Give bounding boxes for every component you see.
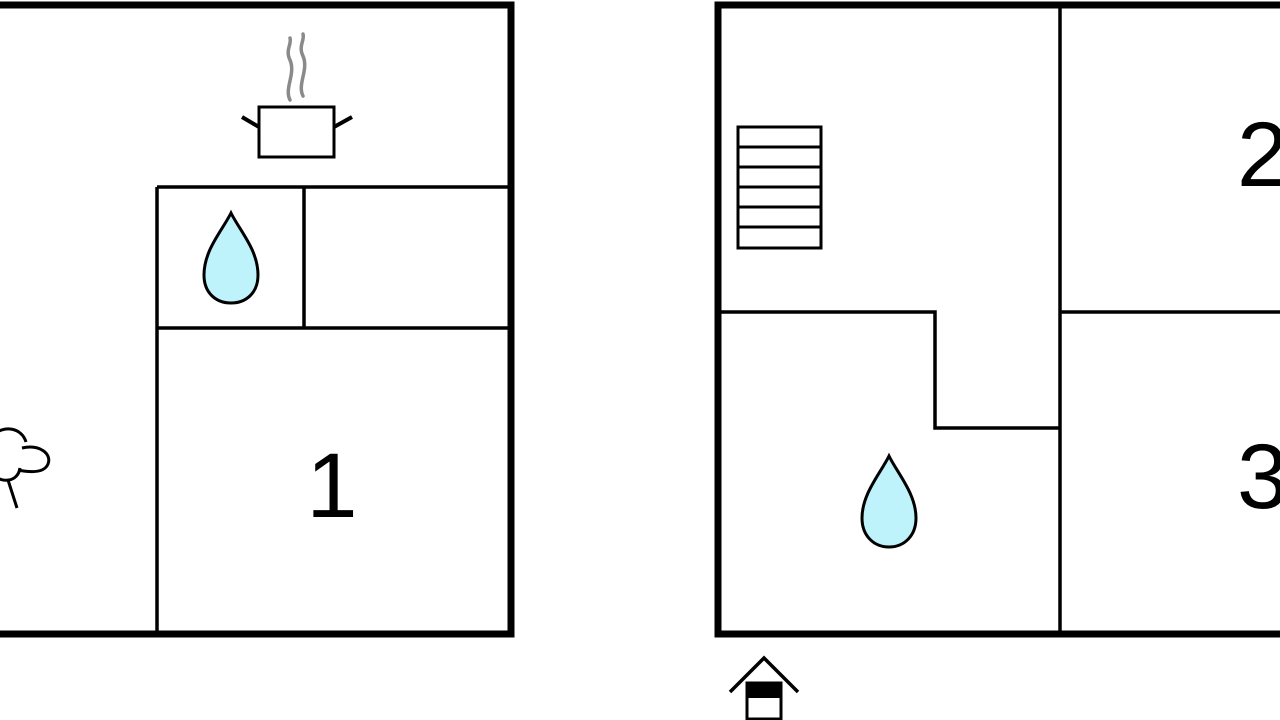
- room-number-3: 3: [1237, 426, 1280, 528]
- outer-wall: [0, 1, 515, 638]
- room-number-2: 2: [1237, 104, 1280, 206]
- water-drop-icon: [860, 452, 918, 549]
- staircase-icon: [736, 125, 823, 250]
- tree-icon: [0, 427, 51, 509]
- floor-plan-left: 1: [0, 1, 515, 638]
- cooking-pot-icon: [240, 32, 353, 159]
- entrance-icon: [728, 655, 800, 720]
- room-number-1: 1: [306, 435, 357, 537]
- floor-plan-right: 2 3: [714, 1, 1280, 720]
- outer-wall: [714, 1, 1280, 638]
- water-drop-icon: [202, 209, 260, 305]
- inner-wall: [721, 310, 1060, 430]
